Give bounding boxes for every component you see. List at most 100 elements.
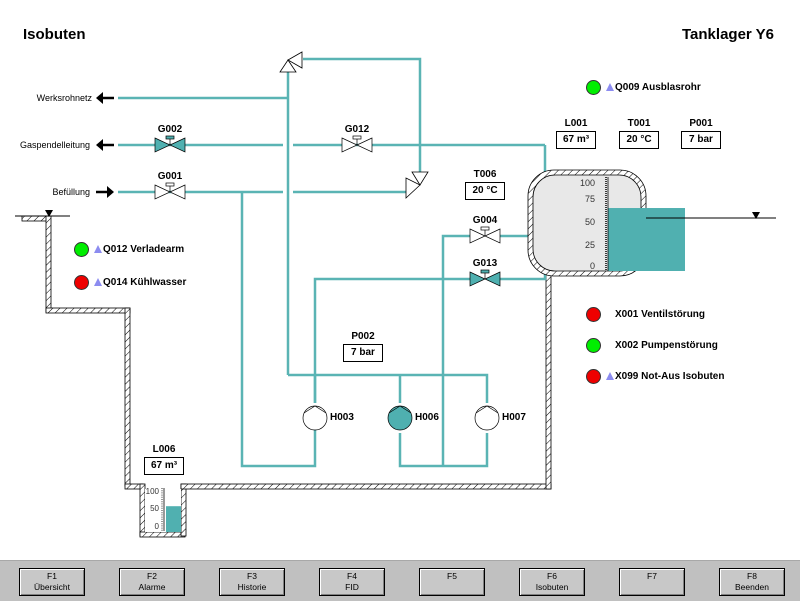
main-tank-level-bar [608,208,685,271]
pipes [118,57,547,468]
tag-l006: L006 [152,444,176,455]
pump-tag-h003: H003 [330,412,354,423]
label-werksrohnetz: Werksrohnetz [36,93,92,103]
tag-p001: P001 [689,118,713,129]
alarm-triangle-icon [606,310,614,318]
sump-level-bar [166,506,181,532]
tank-scale-100: 100 [580,178,595,188]
valve-g001[interactable] [154,182,186,200]
sump-scale-50: 50 [150,504,159,513]
tank-scale-50: 50 [585,217,595,227]
f1-key: F1 [47,571,57,581]
valve-g004[interactable] [469,226,501,244]
f5-key: F5 [447,571,457,581]
pump-tag-h007: H007 [502,412,526,423]
value-p001: 7 bar [681,131,721,149]
sump-scale-0: 0 [155,522,160,531]
value-l006: 67 m³ [144,457,184,475]
sump-scale-100: 100 [146,487,160,496]
pump-h007[interactable] [474,405,500,431]
sump-tank: 100 50 0 [145,487,181,532]
tank-scale-25: 25 [585,240,595,250]
valve-tag-g012: G012 [344,124,370,135]
status-lamp-icon [74,241,89,257]
three-way-valve-right[interactable] [405,171,429,199]
alarm-triangle-icon [606,372,614,380]
tag-p002: P002 [351,331,375,342]
pump-tag-h006: H006 [415,412,439,423]
label-gaspendelleitung: Gaspendelleitung [19,140,90,150]
arrow-left-icon [96,139,114,151]
pump-h006[interactable] [387,405,413,431]
alarm-triangle-icon [94,278,102,286]
status-q014[interactable]: Q014 Kühlwasser [74,274,186,290]
status-label: Q014 Kühlwasser [103,276,187,288]
status-q012[interactable]: Q012 Verladearm [74,241,184,257]
f6-key: F6 [547,571,557,581]
value-t006: 20 °C [465,182,505,200]
valve-g002[interactable] [154,135,186,153]
alarm-triangle-icon [606,341,614,349]
process-diagram: 100 50 0 [15,51,776,538]
tag-t006: T006 [473,169,497,180]
alarm-triangle-icon [606,83,614,91]
f2-label: Alarme [138,582,166,592]
status-lamp-icon [586,337,601,353]
f7-button[interactable]: F7 [619,568,685,596]
status-x002[interactable]: X002 Pumpenstörung [586,337,718,353]
f5-button[interactable]: F5 [419,568,485,596]
valve-tag-g001: G001 [157,171,183,182]
f6-label: Isobuten [535,582,569,592]
f8-key: F8 [747,571,757,581]
pump-h003[interactable] [302,405,328,431]
f3-label: Historie [237,582,267,592]
arrow-left-icon [96,92,114,104]
valve-g013[interactable] [469,269,501,287]
f7-key: F7 [647,571,657,581]
valve-tag-g013: G013 [472,258,498,269]
tank-scale-75: 75 [585,194,595,204]
status-lamp-icon [586,79,601,95]
status-label: X001 Ventilstörung [615,308,706,320]
value-t001: 20 °C [619,131,659,149]
main-tank[interactable]: 100 75 50 25 0 [527,169,685,277]
status-label: X002 Pumpenstörung [615,339,718,351]
status-lamp-icon [74,274,89,290]
status-q009[interactable]: Q009 Ausblasrohr [586,79,701,95]
valve-g012[interactable] [341,135,373,153]
page-title: Isobuten [23,26,86,43]
valve-tag-g004: G004 [472,215,498,226]
alarm-triangle-icon [94,245,102,253]
f8-label: Beenden [734,582,770,592]
valve-tag-g002: G002 [157,124,183,135]
tag-t001: T001 [627,118,651,129]
status-label: Q012 Verladearm [103,243,185,255]
status-x001[interactable]: X001 Ventilstörung [586,306,705,322]
three-way-valve-top[interactable] [279,51,303,73]
value-l001: 67 m³ [556,131,596,149]
status-lamp-icon [586,306,601,322]
label-befuellung: Befüllung [52,187,90,197]
ground-level-marker-right [752,212,760,219]
plant-title: Tanklager Y6 [682,26,774,43]
f2-key: F2 [147,571,157,581]
f3-key: F3 [247,571,257,581]
value-p002: 7 bar [343,344,383,362]
f4-key: F4 [347,571,357,581]
tag-l001: L001 [564,118,588,129]
f4-label: FID [345,582,359,592]
status-x099[interactable]: X099 Not-Aus Isobuten [586,368,724,384]
status-label: X099 Not-Aus Isobuten [615,370,725,382]
status-lamp-icon [586,368,601,384]
f1-label: Übersicht [34,582,70,592]
status-label: Q009 Ausblasrohr [615,81,701,93]
tank-scale-0: 0 [590,261,595,271]
arrow-right-icon [96,186,114,198]
